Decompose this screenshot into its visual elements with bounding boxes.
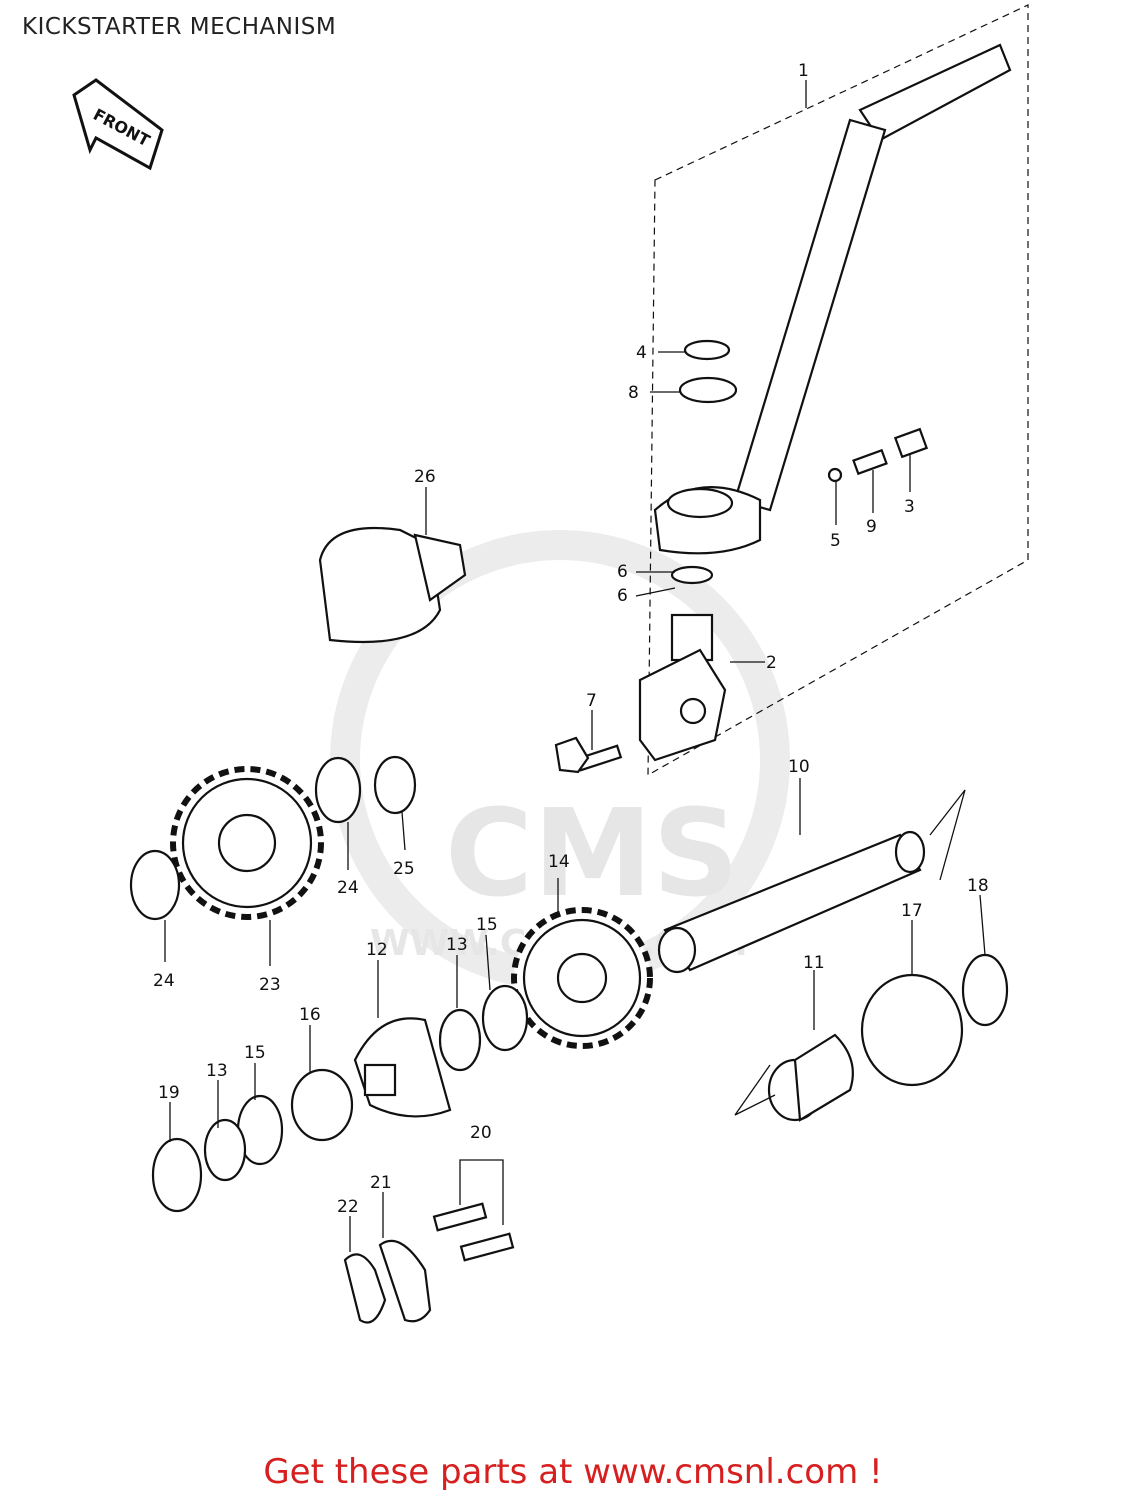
assembly-frame xyxy=(647,4,1029,777)
callout-26: 26 xyxy=(414,467,436,487)
callout-15a: 15 xyxy=(476,915,498,935)
watermark-brand: CMS xyxy=(445,785,739,924)
bolt-20a xyxy=(432,1202,488,1232)
callout-24b: 24 xyxy=(153,971,175,991)
callout-3: 3 xyxy=(904,497,915,517)
washer-24a xyxy=(129,849,181,921)
callout-10: 10 xyxy=(788,757,810,777)
callout-17: 17 xyxy=(901,901,923,921)
kick-cover xyxy=(318,526,467,644)
callout-7: 7 xyxy=(586,691,597,711)
collar-11 xyxy=(734,1033,854,1122)
callout-16: 16 xyxy=(299,1005,321,1025)
spring-17 xyxy=(860,973,964,1087)
seal-6 xyxy=(670,565,714,585)
spring-16 xyxy=(290,1068,354,1142)
ball-5 xyxy=(827,467,843,483)
callout-15b: 15 xyxy=(244,1043,266,1063)
circlip-25 xyxy=(373,755,417,815)
callout-5: 5 xyxy=(830,531,841,551)
washer-24b xyxy=(314,756,362,824)
circlip-13b xyxy=(203,1118,247,1182)
callout-19: 19 xyxy=(158,1083,180,1103)
callout-1: 1 xyxy=(798,61,809,81)
callout-22: 22 xyxy=(337,1197,359,1217)
callout-21: 21 xyxy=(370,1173,392,1193)
spring-9 xyxy=(852,448,888,476)
front-arrow-icon: FRONT xyxy=(72,78,164,171)
plate-22 xyxy=(343,1253,387,1324)
callout-8: 8 xyxy=(628,383,639,403)
gear-23 xyxy=(170,766,324,920)
bolt-20b xyxy=(459,1232,515,1262)
callout-18: 18 xyxy=(967,876,989,896)
callout-12: 12 xyxy=(366,940,388,960)
kick-shaft xyxy=(657,789,966,974)
ratchet-12 xyxy=(353,1017,452,1118)
callout-23: 23 xyxy=(259,975,281,995)
washer-8 xyxy=(678,376,738,404)
plate-21 xyxy=(378,1239,432,1323)
callout-24a: 24 xyxy=(337,878,359,898)
callout-13a: 13 xyxy=(446,935,468,955)
washer-15a xyxy=(481,984,529,1052)
washer-19 xyxy=(151,1137,203,1213)
circlip-13a xyxy=(438,1008,482,1072)
callout-4: 4 xyxy=(636,343,647,363)
circlip-4 xyxy=(683,339,731,361)
callout-25: 25 xyxy=(393,859,415,879)
leader-lines xyxy=(164,80,986,1252)
washer-18 xyxy=(961,953,1009,1027)
plug-3 xyxy=(893,427,929,459)
page-title: KICKSTARTER MECHANISM xyxy=(22,14,337,40)
callout-20: 20 xyxy=(470,1123,492,1143)
kick-boss xyxy=(638,613,727,762)
callout-2: 2 xyxy=(766,653,777,673)
callout-14: 14 xyxy=(548,852,570,872)
kick-pedal xyxy=(653,43,1012,555)
bolt-7 xyxy=(554,736,623,774)
callout-9: 9 xyxy=(866,517,877,537)
callout-6b: 6 xyxy=(617,586,628,606)
callout-13b: 13 xyxy=(206,1061,228,1081)
callout-11: 11 xyxy=(803,953,825,973)
gear-14 xyxy=(511,907,653,1049)
footer-link[interactable]: Get these parts at www.cmsnl.com ! xyxy=(263,1452,883,1492)
parts-diagram: CMS WWW.CMSNL.COM FRONT xyxy=(72,4,1029,1324)
callouts: 1 2 3 4 5 6 6 7 8 9 10 11 12 13 13 14 15… xyxy=(153,61,989,1217)
callout-bracket-20 xyxy=(459,1159,504,1225)
callout-6a: 6 xyxy=(617,562,628,582)
